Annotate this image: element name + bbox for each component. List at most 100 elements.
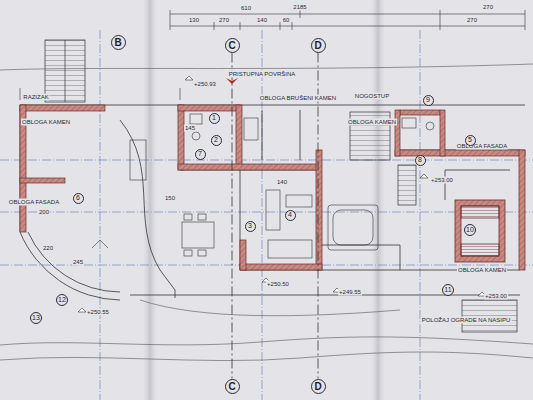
outline (130, 290, 520, 298)
furniture (333, 210, 373, 245)
outline (20, 105, 525, 300)
wall (395, 110, 400, 156)
dimension-line (525, 10, 526, 30)
dimension-line (20, 10, 525, 100)
dimension-line (20, 88, 21, 100)
dimension-line (240, 22, 241, 30)
dimension-line (170, 26, 525, 27)
grid-axis (262, 30, 263, 400)
note-text: OBLOGA FASADA (456, 143, 508, 150)
furniture (268, 240, 312, 258)
dimension-text: +250.93 (193, 81, 217, 88)
note-text: OBLOGA KAMEN (347, 119, 397, 126)
wall (178, 105, 184, 170)
dimension-line (180, 88, 181, 100)
dimension-text: 145 (184, 125, 196, 132)
furniture (182, 222, 214, 248)
callout-text: 5 (468, 136, 472, 144)
furniture (190, 114, 202, 124)
callout-number: 12 (56, 294, 68, 306)
wall (236, 105, 242, 165)
callout-text: 7 (198, 150, 202, 158)
staircase (65, 40, 66, 102)
note-text: OBLOGA KAMEN (21, 119, 71, 126)
dimension-text: 270 (466, 17, 478, 24)
dimension-text: 245 (72, 259, 84, 266)
sauna (445, 170, 510, 262)
level-marker (78, 76, 486, 312)
staircase (45, 40, 517, 332)
callout-number: 10 (464, 224, 476, 236)
dimension-text: 130 (188, 17, 200, 24)
furniture (92, 114, 434, 258)
wall (519, 150, 525, 270)
section-marker: C (225, 379, 240, 394)
terrain-contour (140, 300, 400, 316)
furniture (130, 140, 146, 180)
note-text: NOGOSTUP (354, 93, 390, 100)
callout-number: 4 (285, 210, 296, 221)
wall (316, 150, 322, 270)
callout-text: D (314, 381, 321, 392)
dimension-text: 220 (42, 245, 54, 252)
grid-axis (0, 160, 533, 161)
dimension-line (170, 14, 525, 15)
furniture (328, 205, 378, 250)
note-text: OBLOGA FASADA (8, 199, 60, 206)
note-text: OBLOGA KAMEN (457, 267, 507, 274)
dimension-text: +253.00 (484, 293, 508, 300)
dimension-line (170, 10, 171, 30)
dimension-text: 60 (282, 17, 291, 24)
dimension-line (280, 22, 281, 30)
callout-number: 9 (423, 95, 434, 106)
callout-text: 9 (426, 96, 430, 104)
dimension-text: 270 (482, 4, 494, 11)
staircase (45, 40, 85, 102)
callout-number: 13 (30, 312, 42, 324)
callout-text: C (228, 40, 235, 51)
furniture (266, 190, 280, 230)
grid-axis (0, 212, 533, 213)
dimension-text: 140 (276, 179, 288, 186)
dimension-text: +250.50 (266, 281, 290, 288)
furniture (92, 240, 108, 248)
furniture (244, 118, 258, 140)
callout-text: 8 (418, 156, 422, 164)
furniture (184, 214, 192, 220)
dimension-line (214, 22, 215, 30)
wall (240, 240, 246, 270)
furniture (286, 195, 312, 207)
dimension-text: 610 (240, 5, 252, 12)
terrain-contour (0, 64, 533, 70)
callout-text: 6 (76, 194, 80, 202)
sauna (461, 206, 499, 256)
callout-number: 2 (211, 135, 222, 146)
wall (440, 110, 445, 156)
dimension-text: 270 (218, 17, 230, 24)
dimension-text: 140 (256, 17, 268, 24)
wall (240, 264, 322, 270)
paper (143, 0, 157, 400)
section-marker: B (111, 35, 126, 50)
dimension-text: +253.00 (430, 177, 454, 184)
terrain-contour (0, 64, 533, 361)
callout-number: 5 (465, 135, 476, 146)
section-marker: C (225, 38, 240, 53)
note-text: RAZIZAK (22, 94, 49, 101)
callout-text: D (314, 40, 321, 51)
callout-text: 12 (58, 296, 66, 304)
sauna (455, 200, 505, 262)
dimension-line (440, 10, 441, 30)
callout-text: 2 (214, 136, 218, 144)
grid-axis (420, 30, 421, 400)
callout-text: 10 (466, 226, 474, 234)
callout-text: C (228, 381, 235, 392)
furniture (402, 118, 416, 128)
callout-number: 1 (209, 113, 220, 124)
note-text: OBLOGA BRUŠENI KAMEN (259, 95, 337, 102)
wall (20, 105, 105, 111)
furniture (426, 122, 434, 130)
